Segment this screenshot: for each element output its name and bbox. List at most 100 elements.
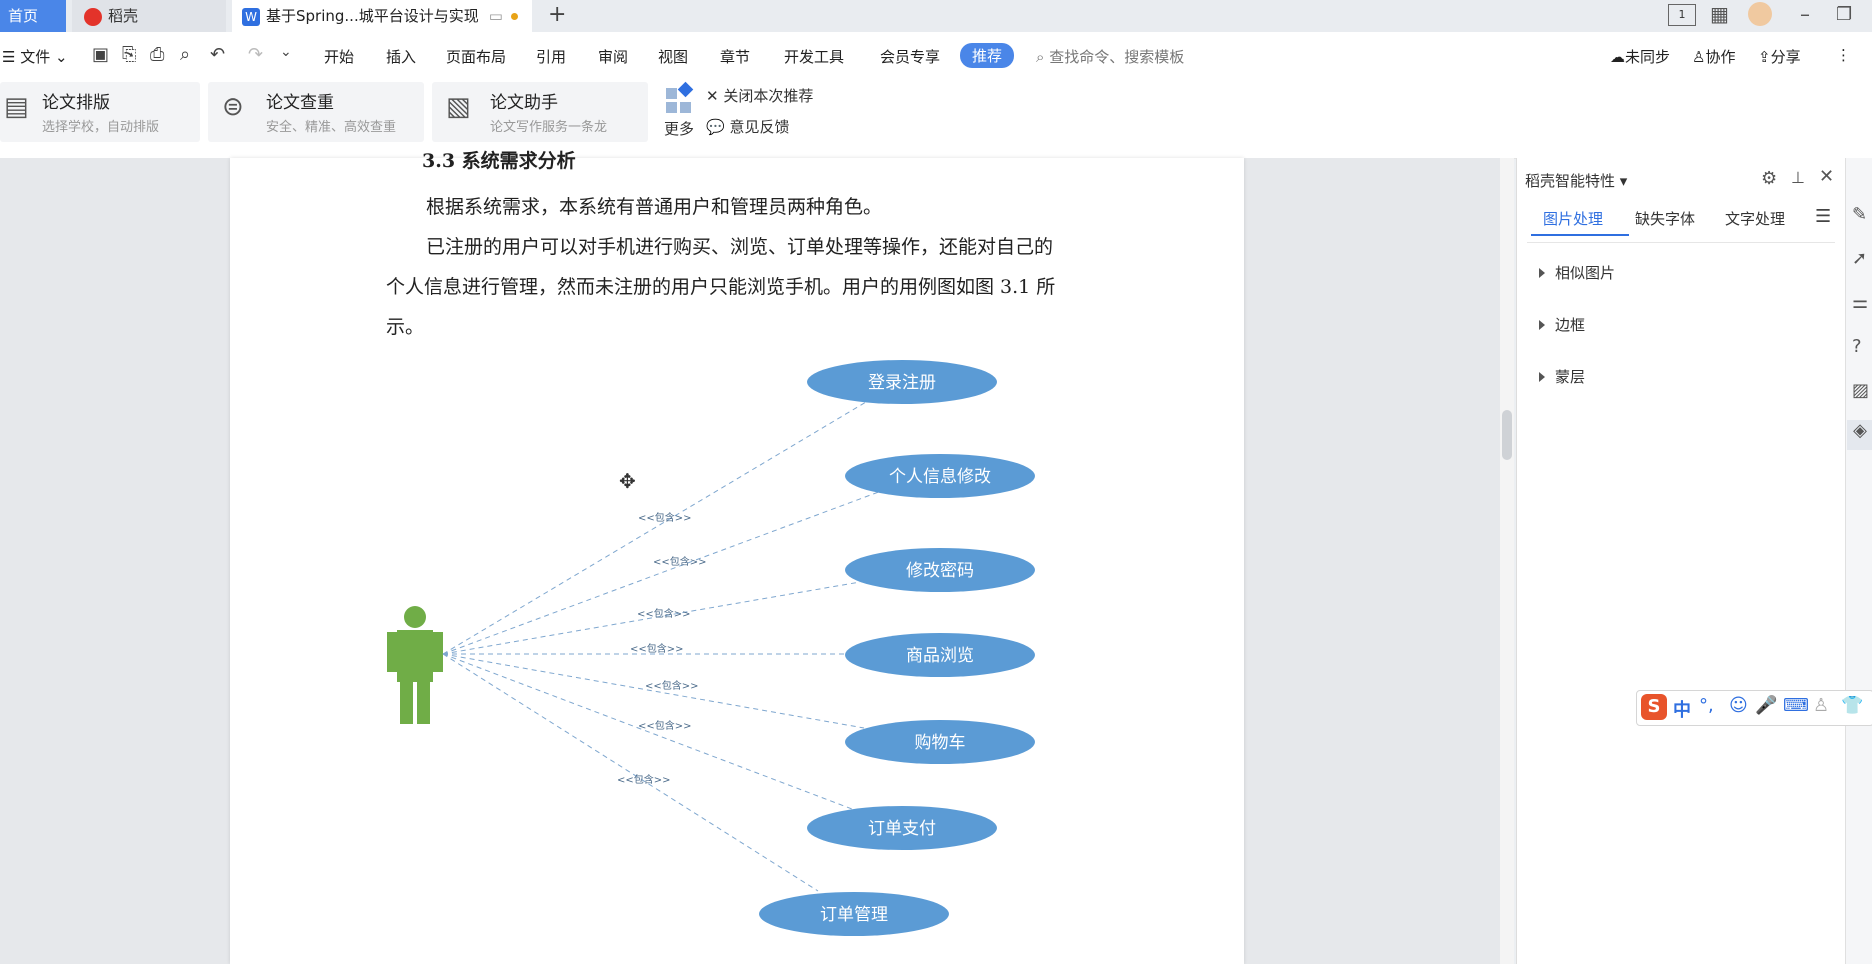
menu-recommend[interactable]: 推荐: [960, 43, 1015, 68]
export-icon[interactable]: ⎘: [122, 44, 137, 65]
card-title: 论文助手: [490, 93, 558, 113]
tab-image-processing[interactable]: 图片处理: [1543, 210, 1604, 228]
save-icon[interactable]: ▣: [92, 44, 110, 65]
document-format-icon: ▤: [4, 92, 29, 122]
minimize-icon[interactable]: –: [1800, 2, 1810, 26]
punctuation-icon[interactable]: °,: [1699, 695, 1714, 716]
keyboard-icon[interactable]: ⌨: [1783, 695, 1809, 716]
thesis-format-card[interactable]: ▤ 论文排版 选择学校，自动排版: [0, 82, 200, 142]
paragraph-2-line-3: 示。: [386, 316, 425, 338]
more-options-icon[interactable]: ⋮: [1836, 46, 1851, 64]
close-recommend-button[interactable]: ✕ 关闭本次推荐: [706, 85, 813, 106]
help-icon[interactable]: ?: [1852, 336, 1862, 357]
pointer-icon[interactable]: ➚: [1852, 248, 1868, 269]
tab-text-processing[interactable]: 文字处理: [1725, 210, 1786, 228]
menu-start[interactable]: 开始: [324, 48, 355, 66]
pin-icon[interactable]: ⊥: [1791, 168, 1805, 187]
file-menu[interactable]: ☰ 文件 ⌄: [2, 48, 68, 66]
feedback-button[interactable]: 💬 意见反馈: [706, 116, 789, 137]
grid-icon[interactable]: ▦: [1710, 2, 1729, 26]
preview-icon[interactable]: ⌕: [180, 44, 191, 65]
sliders-icon[interactable]: ⚌: [1852, 292, 1869, 313]
new-tab-icon[interactable]: +: [548, 2, 567, 27]
menu-icon[interactable]: ☰: [1815, 206, 1832, 227]
use-case-ellipse: [845, 454, 1035, 498]
menu-view[interactable]: 视图: [658, 48, 689, 66]
panel-title[interactable]: 稻壳智能特性 ▾: [1525, 172, 1628, 190]
menu-devtools[interactable]: 开发工具: [784, 48, 845, 66]
use-case-ellipse: [807, 360, 997, 404]
menu-page-layout[interactable]: 页面布局: [446, 48, 507, 66]
ime-mode[interactable]: 中: [1673, 700, 1691, 721]
print-icon[interactable]: ⎙: [150, 44, 165, 65]
menu-bar: ☰ 文件 ⌄ ▣ ⎘ ⎙ ⌕ ↶ ↷ ⌄ 开始 插入 页面布局 引用 审阅 视图…: [0, 32, 1872, 80]
skin-icon[interactable]: 👕: [1841, 695, 1864, 716]
include-connector: [442, 653, 853, 810]
close-panel-icon[interactable]: ✕: [1819, 166, 1835, 187]
command-search[interactable]: ⌕ 查找命令、搜索模板: [1036, 46, 1184, 67]
menu-chapter[interactable]: 章节: [720, 48, 751, 66]
menu-member[interactable]: 会员专享: [880, 48, 941, 66]
include-label: <<包含>>: [645, 679, 699, 692]
scrollbar-thumb[interactable]: [1502, 410, 1512, 460]
emoji-icon[interactable]: ☺: [1729, 695, 1748, 716]
use-case-label: 订单支付: [868, 819, 936, 839]
gear-icon[interactable]: ⚙: [1761, 168, 1778, 189]
include-label: <<包含>>: [637, 607, 691, 620]
paragraph-1: 根据系统需求，本系统有普通用户和管理员两种角色。: [426, 196, 883, 218]
restore-icon[interactable]: ❐: [1836, 4, 1853, 25]
pen-icon[interactable]: ✎: [1852, 204, 1868, 225]
include-connector: [442, 653, 819, 892]
similar-images-item[interactable]: 相似图片: [1555, 264, 1616, 282]
mask-item[interactable]: 蒙层: [1555, 368, 1586, 386]
redo-icon[interactable]: ↷: [248, 44, 264, 65]
close-recommend-label: 关闭本次推荐: [723, 87, 814, 105]
card-subtitle: 安全、精准、高效查重: [266, 120, 397, 135]
thesis-assistant-card[interactable]: ▧ 论文助手 论文写作服务一条龙: [432, 82, 648, 142]
include-label: <<包含>>: [638, 719, 692, 732]
close-icon: ✕: [706, 87, 719, 105]
expand-arrow-icon[interactable]: [1539, 320, 1545, 330]
avatar[interactable]: [1748, 2, 1772, 26]
card-subtitle: 选择学校，自动排版: [42, 120, 160, 135]
sync-button[interactable]: ☁未同步: [1610, 46, 1670, 67]
active-tab-indicator: [1531, 234, 1629, 236]
image-icon[interactable]: ▨: [1852, 380, 1870, 401]
collab-label: 协作: [1705, 48, 1736, 66]
chevron-down-icon[interactable]: ⌄: [280, 44, 292, 60]
tab-daoke[interactable]: 稻壳: [72, 0, 226, 32]
undo-icon[interactable]: ↶: [210, 44, 226, 65]
divider: [1527, 242, 1835, 243]
use-case-label: 购物车: [915, 733, 966, 753]
menu-review[interactable]: 审阅: [598, 48, 629, 66]
thesis-check-card[interactable]: ⊜ 论文查重 安全、精准、高效查重: [208, 82, 424, 142]
share-button[interactable]: ⇪分享: [1758, 46, 1801, 67]
border-item[interactable]: 边框: [1555, 316, 1586, 334]
card-title: 论文查重: [266, 93, 334, 113]
menu-insert[interactable]: 插入: [386, 48, 417, 66]
search-icon: ⌕: [1036, 48, 1045, 66]
tab-missing-fonts[interactable]: 缺失字体: [1635, 210, 1696, 228]
vertical-scrollbar[interactable]: [1500, 158, 1514, 964]
check-icon: ⊜: [222, 92, 244, 122]
user-switch-icon[interactable]: ♙: [1813, 695, 1830, 716]
paragraph-2-line-2: 个人信息进行管理，然而未注册的用户只能浏览手机。用户的用例图如图 3.1 所: [386, 276, 1056, 298]
layout-1-icon[interactable]: 1: [1668, 4, 1696, 26]
actor-figure: [387, 606, 443, 724]
tab-home[interactable]: 首页: [0, 0, 66, 32]
expand-arrow-icon[interactable]: [1539, 268, 1545, 278]
ribbon: ▤ 论文排版 选择学校，自动排版 ⊜ 论文查重 安全、精准、高效查重 ▧ 论文助…: [0, 80, 1872, 159]
move-cursor-icon: ✥: [619, 469, 636, 493]
menu-reference[interactable]: 引用: [536, 48, 567, 66]
more-button[interactable]: 更多: [664, 120, 695, 138]
ime-toolbar[interactable]: S 中 °, ☺ 🎤 ⌨ ♙ 👕: [1636, 690, 1872, 726]
section-heading: 3.3 系统需求分析: [422, 150, 576, 172]
smart-feature-icon[interactable]: ◈: [1847, 420, 1872, 450]
expand-arrow-icon[interactable]: [1539, 372, 1545, 382]
use-case-ellipse: [759, 892, 949, 936]
collab-button[interactable]: ♙协作: [1692, 46, 1735, 67]
microphone-icon[interactable]: 🎤: [1755, 695, 1778, 716]
feedback-label: 意见反馈: [729, 118, 790, 136]
document-page[interactable]: 3.3 系统需求分析 根据系统需求，本系统有普通用户和管理员两种角色。 已注册的…: [230, 150, 1244, 964]
